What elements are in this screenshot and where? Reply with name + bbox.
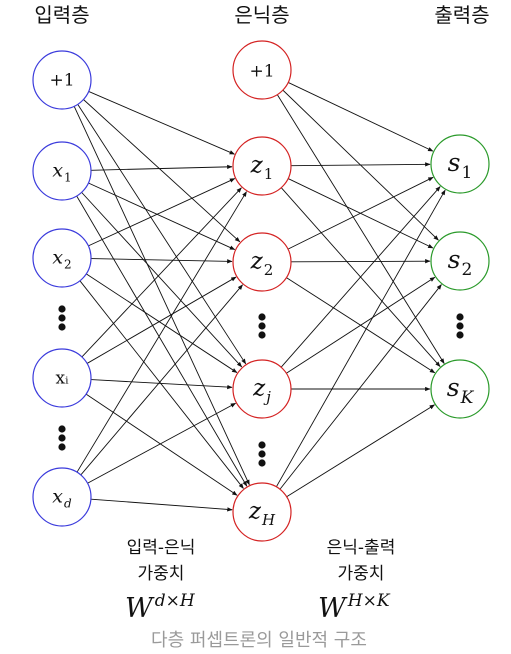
ellipsis-dot	[58, 323, 66, 331]
ellipsis-dot	[258, 459, 266, 467]
edge-hidden4-output0	[275, 189, 446, 488]
edge-input0-hidden4	[73, 106, 250, 486]
hidden-node-2	[232, 232, 292, 292]
edge-hidden2-output1	[290, 259, 431, 264]
input-hidden-weight-sublabel: 가중치	[138, 564, 185, 584]
edge-input0-hidden2	[83, 99, 241, 243]
edge-input3-hidden1	[81, 187, 242, 358]
ellipsis-dots	[58, 305, 464, 467]
input-node-label-1: x1	[52, 159, 71, 184]
edge-hidden0-output0	[288, 82, 434, 152]
edge-hidden4-output2	[286, 404, 435, 498]
hidden-node-4	[232, 482, 292, 542]
input-node-0	[32, 50, 92, 110]
edge-input4-hidden3	[87, 402, 237, 484]
network-nodes: +1 x1 x2 xᵢ xd +1 z1 z2 zj zH s1 s2 sK	[32, 40, 490, 542]
edge-input3-hidden4	[85, 393, 238, 496]
hidden-output-weight-sublabel: 가중치	[338, 564, 385, 584]
edge-input1-hidden2	[88, 182, 236, 250]
input-node-2	[32, 228, 92, 288]
hidden-node-1	[232, 136, 292, 196]
edge-input2-hidden2	[90, 258, 233, 264]
output-layer-title: 출력층	[434, 3, 489, 27]
hidden-node-3	[232, 359, 292, 419]
edge-input0-hidden1	[88, 91, 235, 155]
edge-input3-hidden2	[86, 276, 237, 364]
hidden-output-weight-label: 은닉-출력	[327, 538, 396, 558]
ellipsis-dot	[58, 425, 66, 433]
input-node-3	[32, 348, 92, 408]
ellipsis-dot	[456, 322, 464, 330]
edge-input2-hidden1	[88, 178, 236, 247]
edge-hidden1-output0	[290, 162, 431, 167]
ellipsis-dot	[258, 450, 266, 458]
input-node-label-4: xd	[52, 485, 72, 510]
input-node-1	[32, 141, 92, 201]
ellipsis-dot	[58, 305, 66, 313]
figure-caption: 다층 퍼셉트론의 일반적 구조	[151, 630, 367, 651]
edge-hidden2-output0	[287, 176, 434, 250]
ellipsis-dot	[258, 322, 266, 330]
input-node-label-0: +1	[49, 70, 74, 90]
edge-input1-hidden4	[76, 195, 248, 487]
edge-input3-hidden3	[90, 379, 233, 390]
edge-input4-hidden1	[76, 191, 247, 473]
output-node-label-1: s2	[448, 245, 473, 280]
ellipsis-dot	[58, 314, 66, 322]
edge-input1-hidden3	[81, 192, 243, 368]
hidden-node-label-3: zj	[252, 375, 271, 405]
input-node-label-3: xᵢ	[55, 368, 69, 388]
edge-input0-hidden3	[77, 104, 247, 365]
hidden-node-label-1: z1	[250, 152, 274, 182]
edge-input2-hidden4	[79, 280, 244, 489]
output-node-label-0: s1	[448, 148, 473, 183]
input-node-4	[32, 467, 92, 527]
hidden-node-label-4: zH	[248, 498, 276, 528]
ellipsis-dot	[258, 331, 266, 339]
edge-hidden0-output2	[276, 94, 445, 364]
edge-hidden4-output1	[279, 284, 442, 490]
ellipsis-dot	[258, 313, 266, 321]
edge-hidden3-output0	[280, 186, 441, 368]
hidden-node-label-2: z2	[250, 248, 274, 278]
ellipsis-dot	[456, 313, 464, 321]
ellipsis-dot	[456, 331, 464, 339]
edge-input1-hidden1	[90, 164, 233, 171]
output-node-2	[430, 359, 490, 419]
edge-hidden3-output1	[286, 276, 436, 374]
edge-input2-hidden3	[86, 273, 238, 373]
connection-edges	[73, 82, 446, 512]
hidden-node-0	[232, 40, 292, 100]
input-node-label-2: x2	[52, 246, 71, 271]
output-node-0	[430, 134, 490, 194]
ellipsis-dot	[258, 441, 266, 449]
ellipsis-dot	[58, 443, 66, 451]
hidden-layer-title: 은닉층	[234, 3, 289, 27]
output-node-label-2: sK	[447, 373, 475, 408]
ellipsis-dot	[58, 434, 66, 442]
output-node-1	[430, 231, 490, 291]
hidden-node-label-0: +1	[249, 61, 274, 81]
edge-input4-hidden4	[90, 498, 233, 512]
input-layer-title: 입력층	[34, 3, 89, 27]
input-hidden-weight-label: 입력-은닉	[127, 538, 196, 558]
edge-input4-hidden2	[80, 284, 243, 476]
